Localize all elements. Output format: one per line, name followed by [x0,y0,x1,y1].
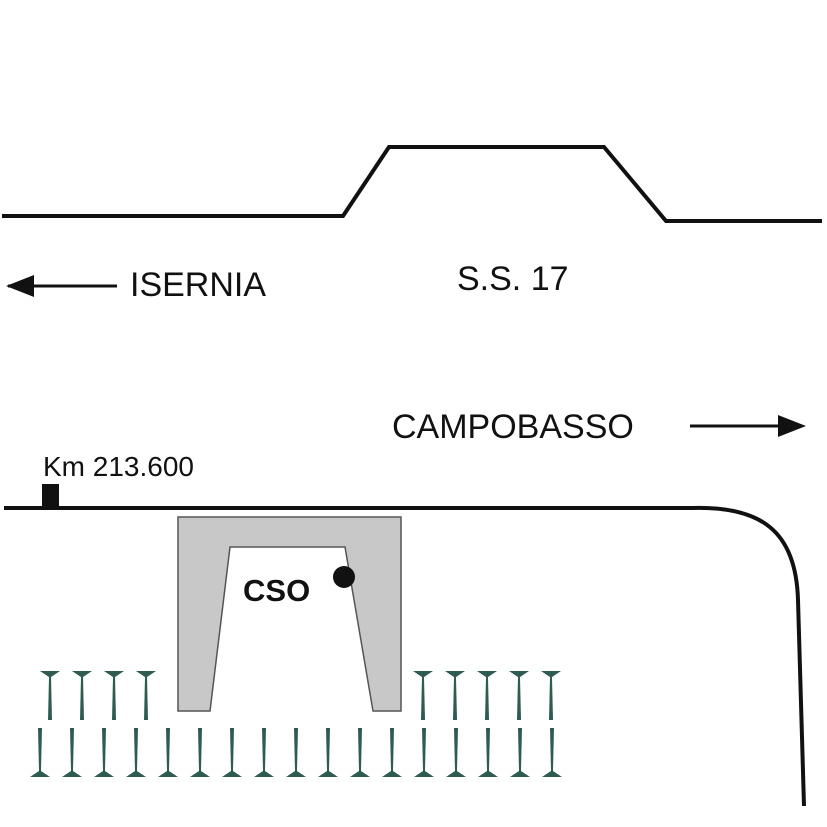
road-plan-line [4,505,806,807]
spike-icon [318,728,338,777]
spike-icon [94,728,114,777]
spike-icon [350,728,370,777]
spike-icon [72,671,92,720]
dot-icon [333,566,355,588]
spike-icon [413,671,433,720]
spike-icon [286,728,306,777]
spike-icon [446,728,466,777]
arrow-left-icon [6,275,117,297]
campobasso-label: CAMPOBASSO [392,408,634,446]
tunnel-section [177,516,402,712]
spike-icon [136,671,156,720]
road-profile-line [2,145,822,223]
square-marker-icon [42,484,59,508]
spike-icon [62,728,82,777]
arrow-right-icon [690,415,806,437]
spike-icon [509,671,529,720]
road-name-label: S.S. 17 [457,260,569,298]
spike-icon [126,728,146,777]
spike-icon [477,671,497,720]
spike-icon [30,728,50,777]
spike-icon [382,728,402,777]
cso-label: CSO [243,573,310,608]
spike-icon [158,728,178,777]
spike-icon [40,671,60,720]
spike-icon [510,728,530,777]
spike-icon [542,728,562,777]
spike-icon [478,728,498,777]
spike-icon [541,671,561,720]
vegetation-group [30,671,562,777]
spike-icon [222,728,242,777]
spike-icon [254,728,274,777]
isernia-label: ISERNIA [130,266,266,304]
km-label: Km 213.600 [43,451,194,482]
spike-icon [190,728,210,777]
spike-icon [414,728,434,777]
spike-icon [104,671,124,720]
spike-icon [445,671,465,720]
